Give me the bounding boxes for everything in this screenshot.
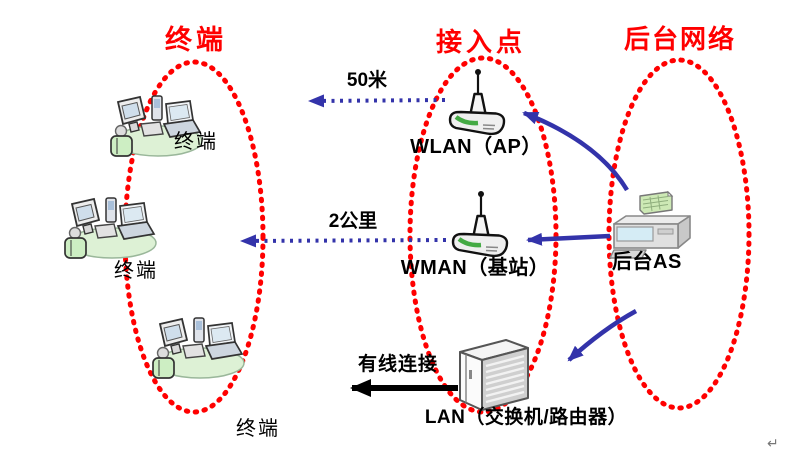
wlan-ap-icon xyxy=(450,69,504,134)
terminal-cluster-icon xyxy=(64,197,157,259)
wman-label: WMAN（基站） xyxy=(400,257,550,279)
wlan-range-label: 50米 xyxy=(346,70,388,91)
access-point-zone-outline xyxy=(407,55,559,415)
backend-zone-title: 后台网络 xyxy=(623,24,736,54)
terminal-zone-outline xyxy=(122,59,266,415)
terminal-zone-title: 终端 xyxy=(165,25,227,55)
backend-zone-outline xyxy=(606,57,752,411)
lan-server-icon xyxy=(458,338,530,412)
terminal-label-3: 终端 xyxy=(236,418,280,440)
wlan-range-arrow xyxy=(308,94,446,108)
access-point-zone-title: 接入点 xyxy=(435,27,526,57)
terminal-label-2: 终端 xyxy=(114,260,158,282)
wired-connection-label: 有线连接 xyxy=(357,354,438,375)
paragraph-return-mark: ↵ xyxy=(767,435,779,451)
backend-as-computer-icon xyxy=(609,191,691,259)
lan-label: LAN（交换机/路由器） xyxy=(424,407,628,428)
as-to-lan-arrow xyxy=(567,309,638,362)
wman-base-station-icon xyxy=(453,191,507,256)
as-to-wman-arrow xyxy=(526,232,611,246)
backend-as-label: 后台AS xyxy=(612,251,682,273)
terminal-cluster-icon xyxy=(152,317,245,379)
wman-range-label: 2公里 xyxy=(328,211,378,232)
terminal-label-1: 终端 xyxy=(174,131,218,153)
wman-range-arrow xyxy=(240,234,447,248)
wlan-label: WLAN（AP） xyxy=(410,136,542,158)
as-to-wlan-arrow xyxy=(522,110,629,192)
